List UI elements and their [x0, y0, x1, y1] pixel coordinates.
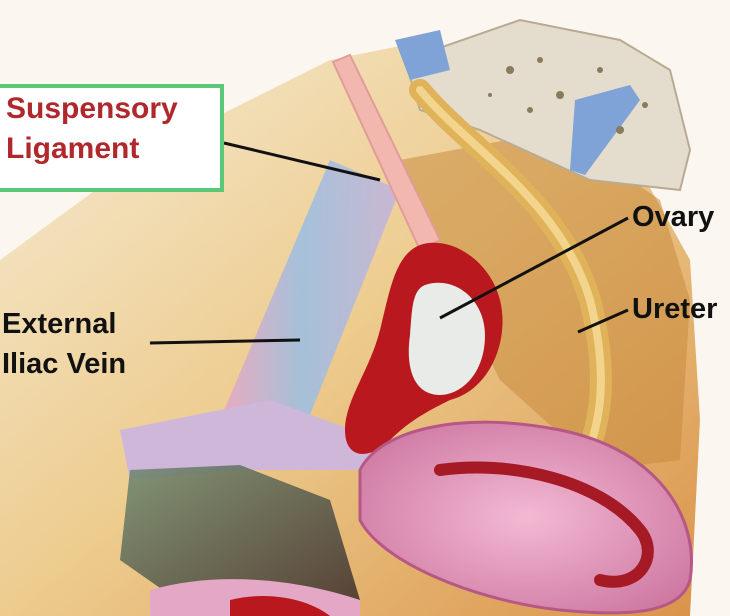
posterior-wall-shading [400, 130, 690, 470]
ureter-highlight [416, 86, 605, 474]
ovary-leader-line [439, 216, 629, 320]
bone-texture [488, 57, 648, 134]
ovary-drawing [408, 282, 485, 395]
lower-vessel [120, 400, 380, 480]
suspensory-leader-line [223, 141, 381, 182]
bone-blue-edge-right [570, 85, 640, 175]
suspensory-label-line1: Suspensory [6, 92, 178, 125]
external-iliac-vein-band [220, 160, 400, 440]
lower-vessel-red [230, 595, 330, 616]
ovary-label: Ovary [632, 201, 715, 233]
iliac-vein-label-line1: External [2, 308, 117, 340]
uterine-cavity [434, 461, 654, 588]
iliac-vein-label-line2: Iliac Vein [2, 348, 127, 380]
bone-blue-edge-top [395, 30, 450, 80]
suspensory-label-line2: Ligament [6, 132, 140, 165]
suspensory-ligament-label-box: Suspensory Ligament [0, 84, 224, 192]
ureter-leader-line [577, 308, 629, 334]
suspensory-ligament-drawing [331, 53, 442, 252]
ureter-label: Ureter [632, 293, 718, 325]
iliac-vein-leader-line [149, 338, 301, 345]
dark-tissue [120, 465, 360, 616]
